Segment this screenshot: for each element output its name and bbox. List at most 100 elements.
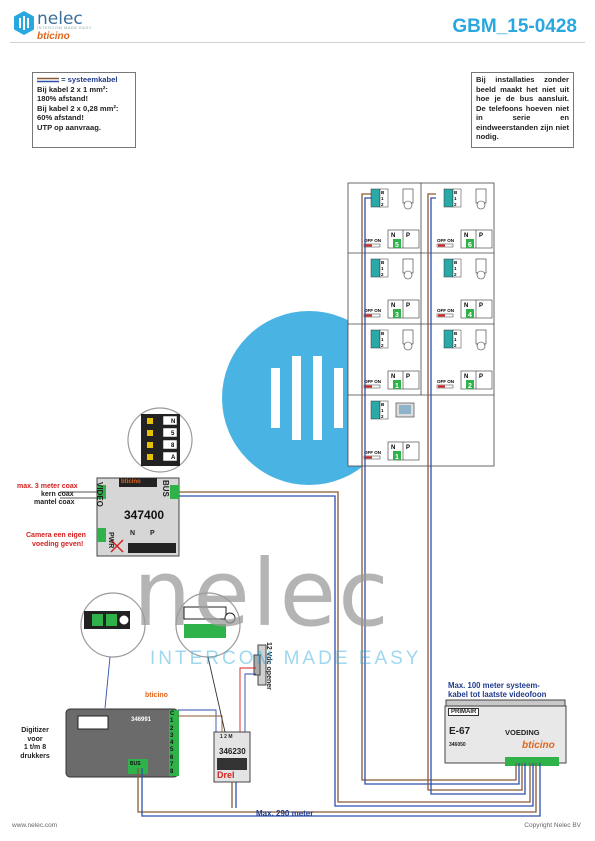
pwr-label: PWR xyxy=(107,532,114,549)
note-system-cable: = systeemkabel Bij kabel 2 x 1 mm²: 180%… xyxy=(32,72,136,148)
zoom-label: A xyxy=(171,455,176,461)
svg-text:B: B xyxy=(381,402,385,407)
handset-id: 5 xyxy=(395,242,399,249)
svg-text:2: 2 xyxy=(454,272,457,277)
handset-id: 1 xyxy=(395,454,399,461)
digitizer-terminal: 3 xyxy=(170,732,174,739)
svg-text:2: 2 xyxy=(381,414,384,419)
interface-brand: Drel xyxy=(217,770,235,780)
note-legend-title: = systeemkabel xyxy=(61,75,118,84)
handset-n-label: N xyxy=(464,303,468,309)
logo-brand: bticino xyxy=(37,31,70,42)
watermark-name: nelec xyxy=(133,540,391,647)
note-line: 60% afstand! xyxy=(37,113,84,122)
module-brand: bticino xyxy=(121,479,141,485)
psu-model: E-67 xyxy=(449,726,471,737)
coax-core-label: kern coax xyxy=(41,491,74,498)
svg-text:2: 2 xyxy=(454,202,457,207)
psu-caption: kabel tot laatste videofoon xyxy=(448,690,547,699)
coax-max-label: max. 3 meter coax xyxy=(17,483,78,490)
digitizer-bus-label: BUS xyxy=(130,761,141,767)
digitizer-terminal: 6 xyxy=(170,754,174,761)
handset-switch-label: OFF ON xyxy=(364,308,381,313)
svg-text:2: 2 xyxy=(381,343,384,348)
document-id: GBM_15-0428 xyxy=(452,16,577,37)
digitizer-terminal: 1 xyxy=(170,718,174,725)
digitizer-terminal: 5 xyxy=(170,747,174,754)
handset-p-label: P xyxy=(406,303,410,309)
svg-text:1: 1 xyxy=(381,408,384,413)
digitizer-terminal: 8 xyxy=(170,769,174,776)
note-audio-only: Bij installaties zonder beeld maakt het … xyxy=(471,72,574,148)
nelec-logo-icon xyxy=(14,11,34,35)
note-line: Bij kabel 2 x 1 mm²: xyxy=(37,84,108,94)
header-divider xyxy=(10,42,585,43)
signal-wires xyxy=(60,491,256,733)
handset-p-label: P xyxy=(406,374,410,380)
cable-legend-swatch xyxy=(37,77,59,83)
handset-p-label: P xyxy=(479,374,483,380)
note-line: UTP op aanvraag. xyxy=(37,122,102,132)
bus-label: BUS xyxy=(161,480,170,497)
psu-code: 346050 xyxy=(449,742,466,748)
handset-switch-label: OFF ON xyxy=(364,450,381,455)
handset-n-label: N xyxy=(464,233,468,239)
caption-line: drukkers xyxy=(20,752,50,760)
module-n-label: N xyxy=(130,530,136,537)
cable-length-label: Max. 290 meter xyxy=(256,809,314,818)
note-legend: = systeemkabel xyxy=(37,75,131,85)
logo-tagline: INTERCOM MADE EASY xyxy=(37,25,92,30)
handset-n-label: N xyxy=(391,445,395,451)
video-label: VIDEO xyxy=(95,482,104,507)
handset-p-label: P xyxy=(479,303,483,309)
note-line: 180% afstand! xyxy=(37,94,89,103)
svg-text:2: 2 xyxy=(381,272,384,277)
digitizer-terminal: 2 xyxy=(170,725,174,732)
caption-line: Digitizer xyxy=(21,727,49,734)
svg-text:B: B xyxy=(381,331,385,336)
handset-switch-label: OFF ON xyxy=(364,379,381,384)
handset-n-label: N xyxy=(464,374,468,380)
digitizer-code: 346991 xyxy=(131,717,152,723)
psu-brand: bticino xyxy=(522,740,555,751)
camera-power-label: Camera een eigen xyxy=(26,532,86,539)
handset-id: 4 xyxy=(468,312,472,319)
camera-power-label: voeding geven! xyxy=(32,541,84,548)
handset-switch-label: OFF ON xyxy=(437,308,454,313)
caption-line: voor xyxy=(27,735,43,743)
handset-id: 1 xyxy=(395,383,399,390)
svg-text:1: 1 xyxy=(381,196,384,201)
svg-text:1: 1 xyxy=(454,196,457,201)
svg-text:B: B xyxy=(454,190,458,195)
footer-website: www.nelec.com xyxy=(12,822,58,829)
psu-caption: Max. 100 meter systeem- xyxy=(448,681,540,690)
watermark-tagline: INTERCOM MADE EASY xyxy=(150,648,422,669)
handset-id: 3 xyxy=(395,312,399,319)
interface-code: 346230 xyxy=(219,747,246,756)
svg-text:2: 2 xyxy=(454,343,457,348)
handset-p-label: P xyxy=(479,233,483,239)
svg-text:B: B xyxy=(454,260,458,265)
handset-n-label: N xyxy=(391,233,395,239)
psu-voeding: VOEDING xyxy=(505,728,540,737)
digitizer-brand: bticino xyxy=(145,692,168,699)
svg-text:B: B xyxy=(381,190,385,195)
handset-switch-label: OFF ON xyxy=(437,379,454,384)
note-line: Bij kabel 2 x 0,28 mm²: xyxy=(37,103,119,113)
logo-name: nelec xyxy=(37,9,83,29)
digitizer-terminal: 7 xyxy=(170,762,174,769)
module-p-label: P xyxy=(150,530,155,537)
svg-text:2: 2 xyxy=(381,202,384,207)
handset-switch-label: OFF ON xyxy=(437,238,454,243)
coax-shield-label: mantel coax xyxy=(34,499,75,506)
svg-text:1: 1 xyxy=(381,266,384,271)
